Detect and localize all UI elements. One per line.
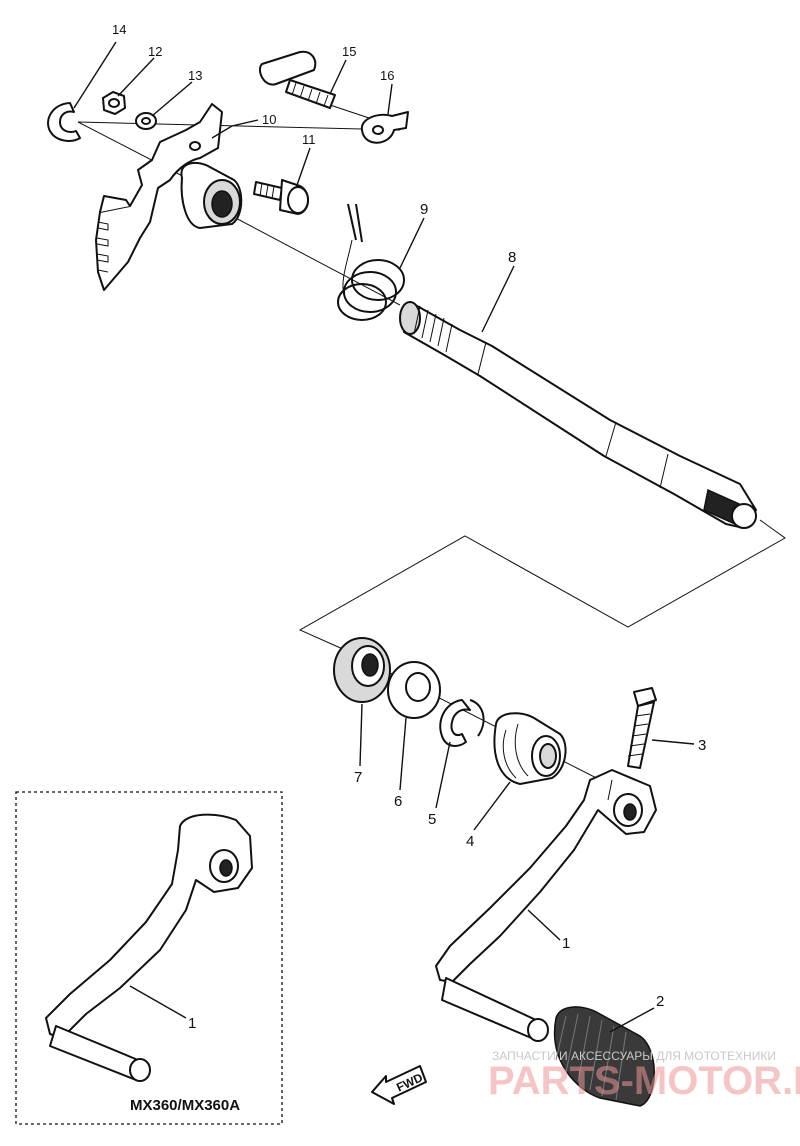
lock-washer-part-16: [360, 111, 409, 144]
callout-labels: 14 12 13 15 16 10 11 9 8 3 7 6 5 4 1 1 2: [112, 22, 706, 1032]
watermark-logo-text: PARTS-MOTOR.RU: [488, 1059, 800, 1103]
callout-5: 5: [428, 811, 436, 828]
leader-lines: [73, 41, 695, 1033]
alternate-pedal-inset: [15, 791, 283, 1125]
callout-15: 15: [342, 44, 356, 59]
callout-1-inset: 1: [188, 1015, 196, 1032]
peg-rubber-part-2: [553, 1006, 655, 1107]
washer-part-13: [135, 112, 157, 130]
callout-3: 3: [698, 737, 706, 754]
fwd-arrow-icon: FWD: [371, 1065, 427, 1105]
pivot-bolt-part-11: [253, 179, 309, 215]
callout-12: 12: [148, 44, 162, 59]
watermark: ЗАПЧАСТИ И АКСЕССУАРЫ ДЛЯ МОТОТЕХНИКИ PA…: [488, 1049, 800, 1103]
fwd-label: FWD: [394, 1070, 425, 1094]
nut-part-12: [102, 91, 126, 115]
clamp-bolt-part-3: [627, 687, 657, 769]
stopper-bolt-part-15: [258, 50, 336, 109]
shift-shaft-part-8: [399, 301, 757, 530]
callout-6: 6: [394, 793, 402, 810]
torsion-spring-part-9: [337, 203, 405, 321]
oil-seal-part-7: [333, 637, 391, 703]
callout-9: 9: [420, 201, 428, 218]
inset-caption: MX360/MX360A: [130, 1097, 240, 1114]
watermark-tagline: ЗАПЧАСТИ И АКСЕССУАРЫ ДЛЯ МОТОТЕХНИКИ: [492, 1049, 776, 1063]
shift-arm-part-10: [95, 103, 243, 291]
callout-16: 16: [380, 68, 394, 83]
washer-part-6: [387, 661, 441, 719]
callout-10: 10: [262, 112, 276, 127]
callout-14: 14: [112, 22, 126, 37]
callout-13: 13: [188, 68, 202, 83]
shift-pedal-part-1-main: [435, 769, 657, 1042]
callout-1-main: 1: [562, 935, 570, 952]
callout-11: 11: [302, 132, 316, 147]
callout-2: 2: [656, 993, 664, 1010]
callout-7: 7: [354, 769, 362, 786]
circlip-part-14: [47, 102, 81, 142]
collar-part-4: [493, 712, 567, 785]
callout-8: 8: [508, 249, 516, 266]
callout-4: 4: [466, 833, 474, 850]
circlip-part-5: [439, 699, 485, 747]
